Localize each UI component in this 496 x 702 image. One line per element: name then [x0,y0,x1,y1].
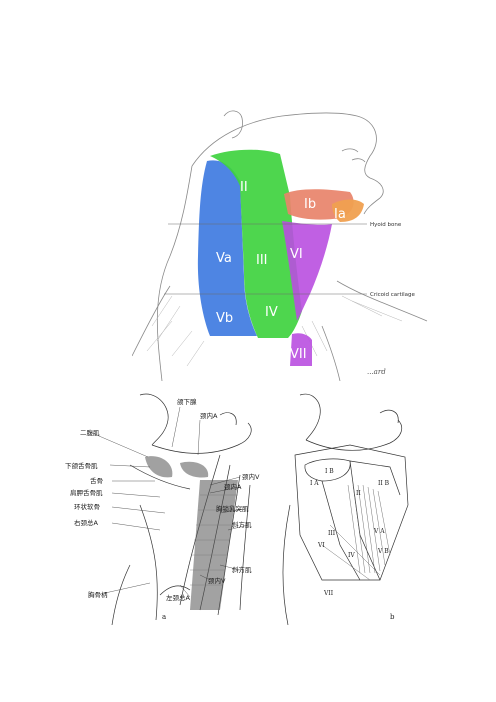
level-ib-label: Ib [304,197,316,212]
panel-b-level-iii: III [328,530,336,537]
panel-b-level-va: V A [373,528,385,535]
neck-hatching [146,295,403,367]
panel-b-level-iib: II B [378,480,390,487]
label-trapezius: 斜方肌 [232,565,252,574]
level-v-region [197,160,257,336]
label-hyoid: 舌骨 [90,476,103,485]
panel-b-level-ib: I B [325,468,334,475]
panel-b-drawing [282,393,409,625]
label-scalene: 斜方肌 [232,520,252,529]
cricoid-line-label: Cricoid cartilage [370,292,416,298]
label-submandibular-gland: 颌下腺 [177,397,197,406]
level-vb-label: Vb [216,311,233,326]
panel-b-level-ii: II [356,490,361,497]
panel-b-sublabel: b [390,613,395,621]
panel-b-level-vb: V B [377,548,389,555]
label-ij-vein: 颈内V [242,472,260,481]
head-outline [132,110,428,381]
panel-b-hatch [321,484,391,581]
label-digastric: 二腹肌 [80,428,100,437]
level-vii-label: VII [290,347,307,362]
panel-a-hatch [190,494,238,586]
panel-a-sublabel: a [162,613,166,621]
panel-b-level-ia: I A [310,480,319,487]
level-iv-label: IV [265,305,278,320]
label-ij-vein-low: 颈内V [208,576,226,585]
panel-b-level-iv: IV [348,552,355,559]
panel-b-level-vii: VII [323,590,334,597]
panel-a-muscle-fill [145,456,238,610]
label-ij-artery-top: 颈内A [200,411,218,420]
label-cricoid: 环状软骨 [74,502,100,511]
hyoid-line-label: Hyoid bone [370,222,402,228]
label-sternum: 胸骨柄 [88,590,108,599]
level-va-label: Va [216,251,232,266]
level-vi-label: VI [290,247,303,262]
panel-b-level-vi: VI [317,542,325,549]
panel-a-leaders [91,406,249,598]
label-ij-artery: 颈内A [224,482,242,491]
label-right-carotid: 右颈总A [74,518,99,527]
level-ii-label: II [240,180,248,195]
level-vi-region [282,221,332,321]
label-mylohyoid: 下颌舌骨肌 [65,461,98,470]
level-ii-iii-iv-region [210,149,302,338]
level-iii-label: III [256,253,268,268]
level-ia-label: Ia [334,207,346,222]
artist-signature: ...ard [367,368,386,376]
level-ia-region [332,199,364,222]
level-vii-region [290,333,312,366]
label-scm: 胸锁乳突肌 [216,504,249,513]
neck-levels-illustration: Hyoid bone Cricoid cartilage II Ib Ia Va… [132,110,428,381]
label-left-carotid: 左颈总A [166,593,191,602]
neck-anatomy-panels: 颌下腺 颈内A 二腹肌 下颌舌骨肌 舌骨 颈内V 颈内A 肩胛舌骨肌 胸锁乳突肌… [65,393,409,625]
label-thyrohyoid: 肩胛舌骨肌 [70,488,103,497]
